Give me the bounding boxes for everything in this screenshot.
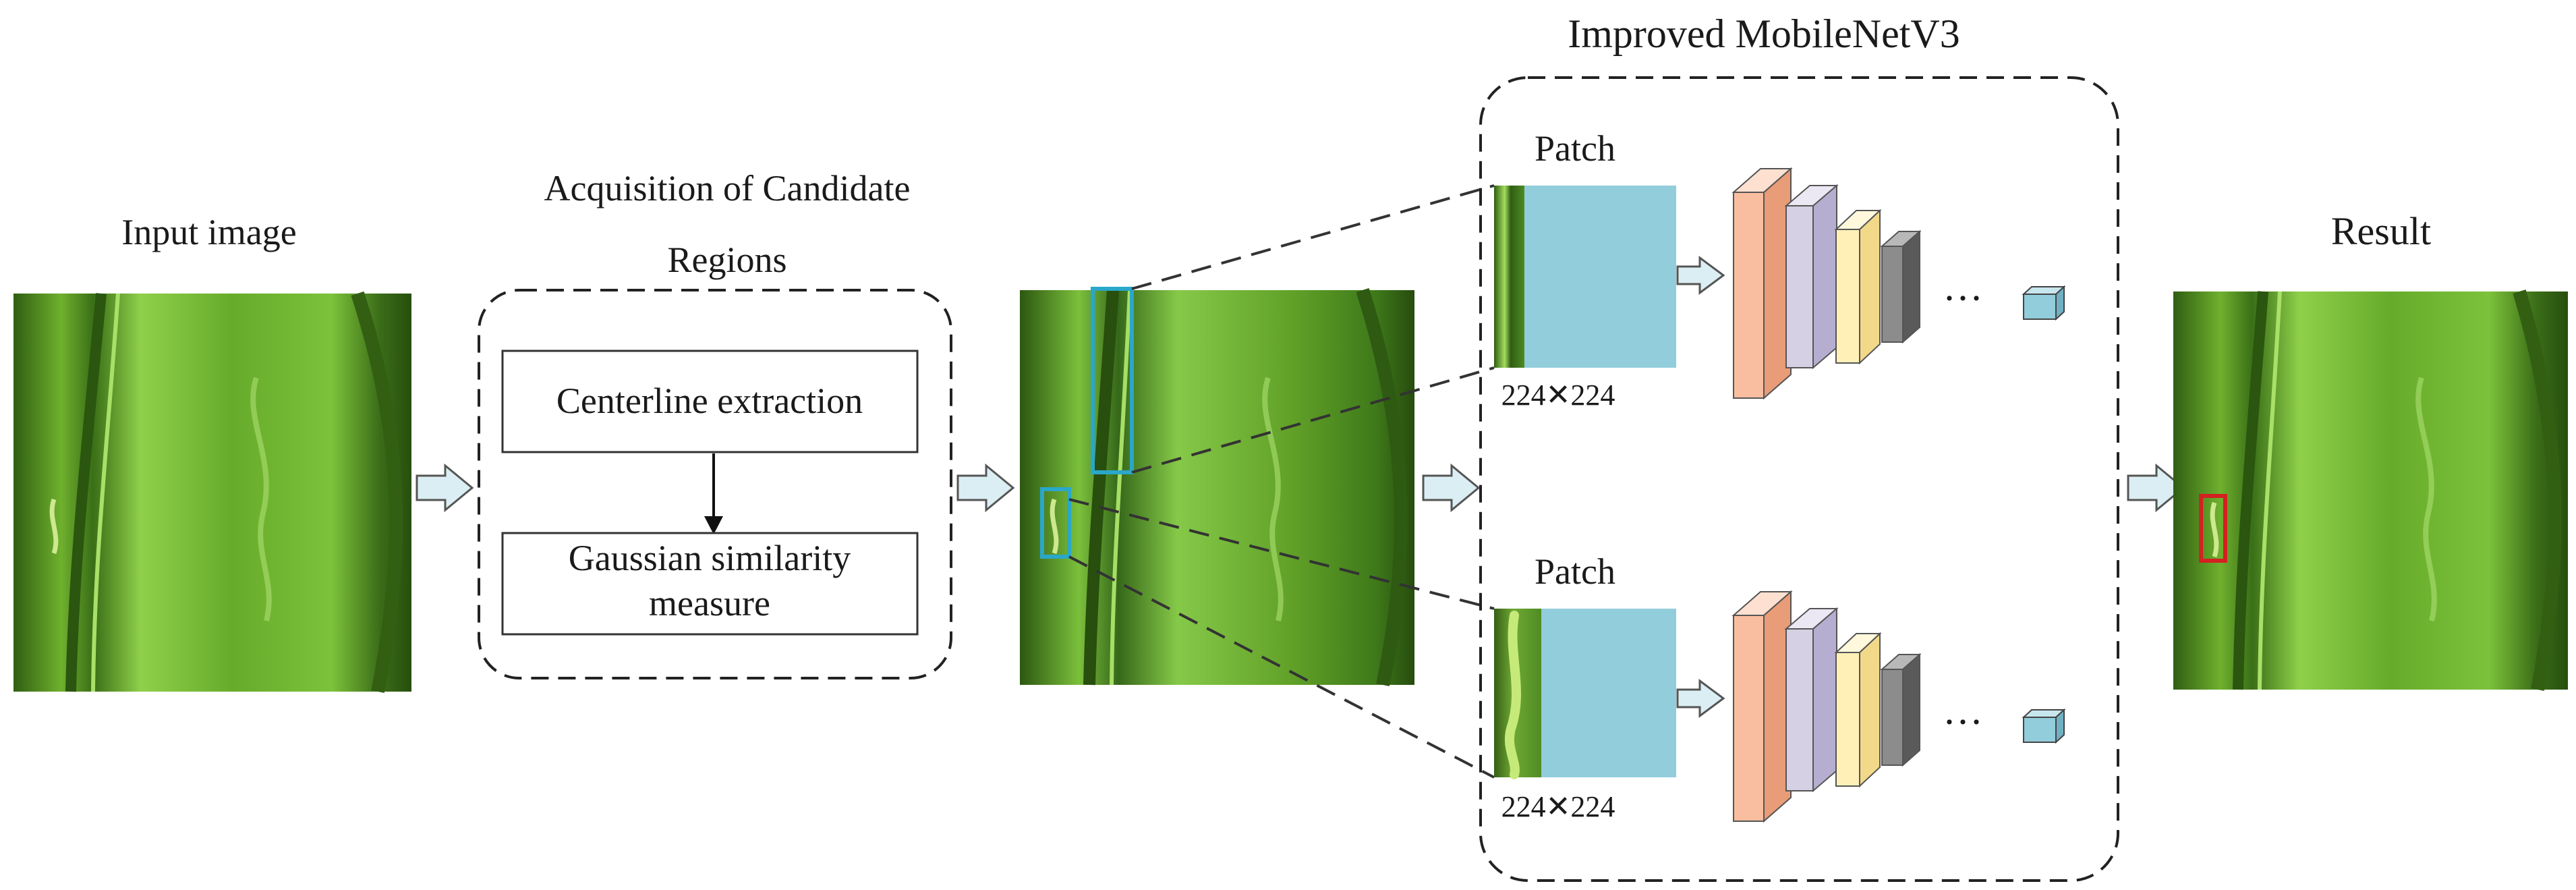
patch-fill-top [1524, 186, 1676, 368]
patch-size-bottom: 224✕224 [1501, 790, 1615, 823]
patch-label-top: Patch [1535, 128, 1615, 169]
zoom-guide-lines [1068, 184, 1495, 779]
output-cube-bottom [2022, 708, 2066, 744]
result-detection-box [2199, 494, 2227, 563]
gaussian-step-label-line2: measure [649, 583, 770, 623]
output-cube-top [2022, 285, 2066, 321]
acquisition-title-line1: Acquisition of Candidate [544, 168, 911, 208]
cnn-blocks-bottom [1731, 590, 1922, 823]
result-leaf-image [2173, 289, 2568, 691]
model-dashed-box [1479, 76, 2119, 882]
patch-fill-bottom [1541, 609, 1676, 777]
centerline-step-label: Centerline extraction [556, 381, 863, 421]
patch-label-bottom: Patch [1535, 551, 1615, 592]
patch-arrow-bottom [1676, 679, 1725, 718]
flow-arrow-3 [1422, 463, 1481, 513]
flow-arrow-4 [2127, 463, 2185, 513]
centerline-step-box [501, 350, 919, 453]
patch-arrow-top [1676, 256, 1725, 295]
acquisition-dashed-box [478, 289, 952, 679]
ellipsis-top: ··· [1943, 276, 1983, 321]
flow-arrow-2 [956, 463, 1015, 513]
candidate-box-top [1091, 287, 1134, 474]
gaussian-step-box [501, 532, 919, 636]
candidate-box-bottom [1040, 487, 1071, 559]
model-title: Improved MobileNetV3 [1568, 11, 1960, 56]
patch-crop-top [1494, 186, 1524, 368]
patch-size-top: 224✕224 [1501, 379, 1615, 412]
gaussian-step-label-line1: Gaussian similarity [569, 538, 851, 578]
flow-arrow-1 [416, 463, 474, 513]
input-leaf-image [13, 291, 411, 693]
candidate-leaf-image [1020, 287, 1414, 687]
result-label: Result [2331, 209, 2431, 253]
patch-crop-larva [1504, 611, 1521, 779]
input-image-label: Input image [121, 212, 296, 252]
ellipsis-bottom: ··· [1943, 700, 1983, 744]
step-connector-arrowhead [704, 516, 723, 534]
acquisition-title-line2: Regions [667, 240, 786, 280]
cnn-blocks-top [1731, 167, 1922, 400]
